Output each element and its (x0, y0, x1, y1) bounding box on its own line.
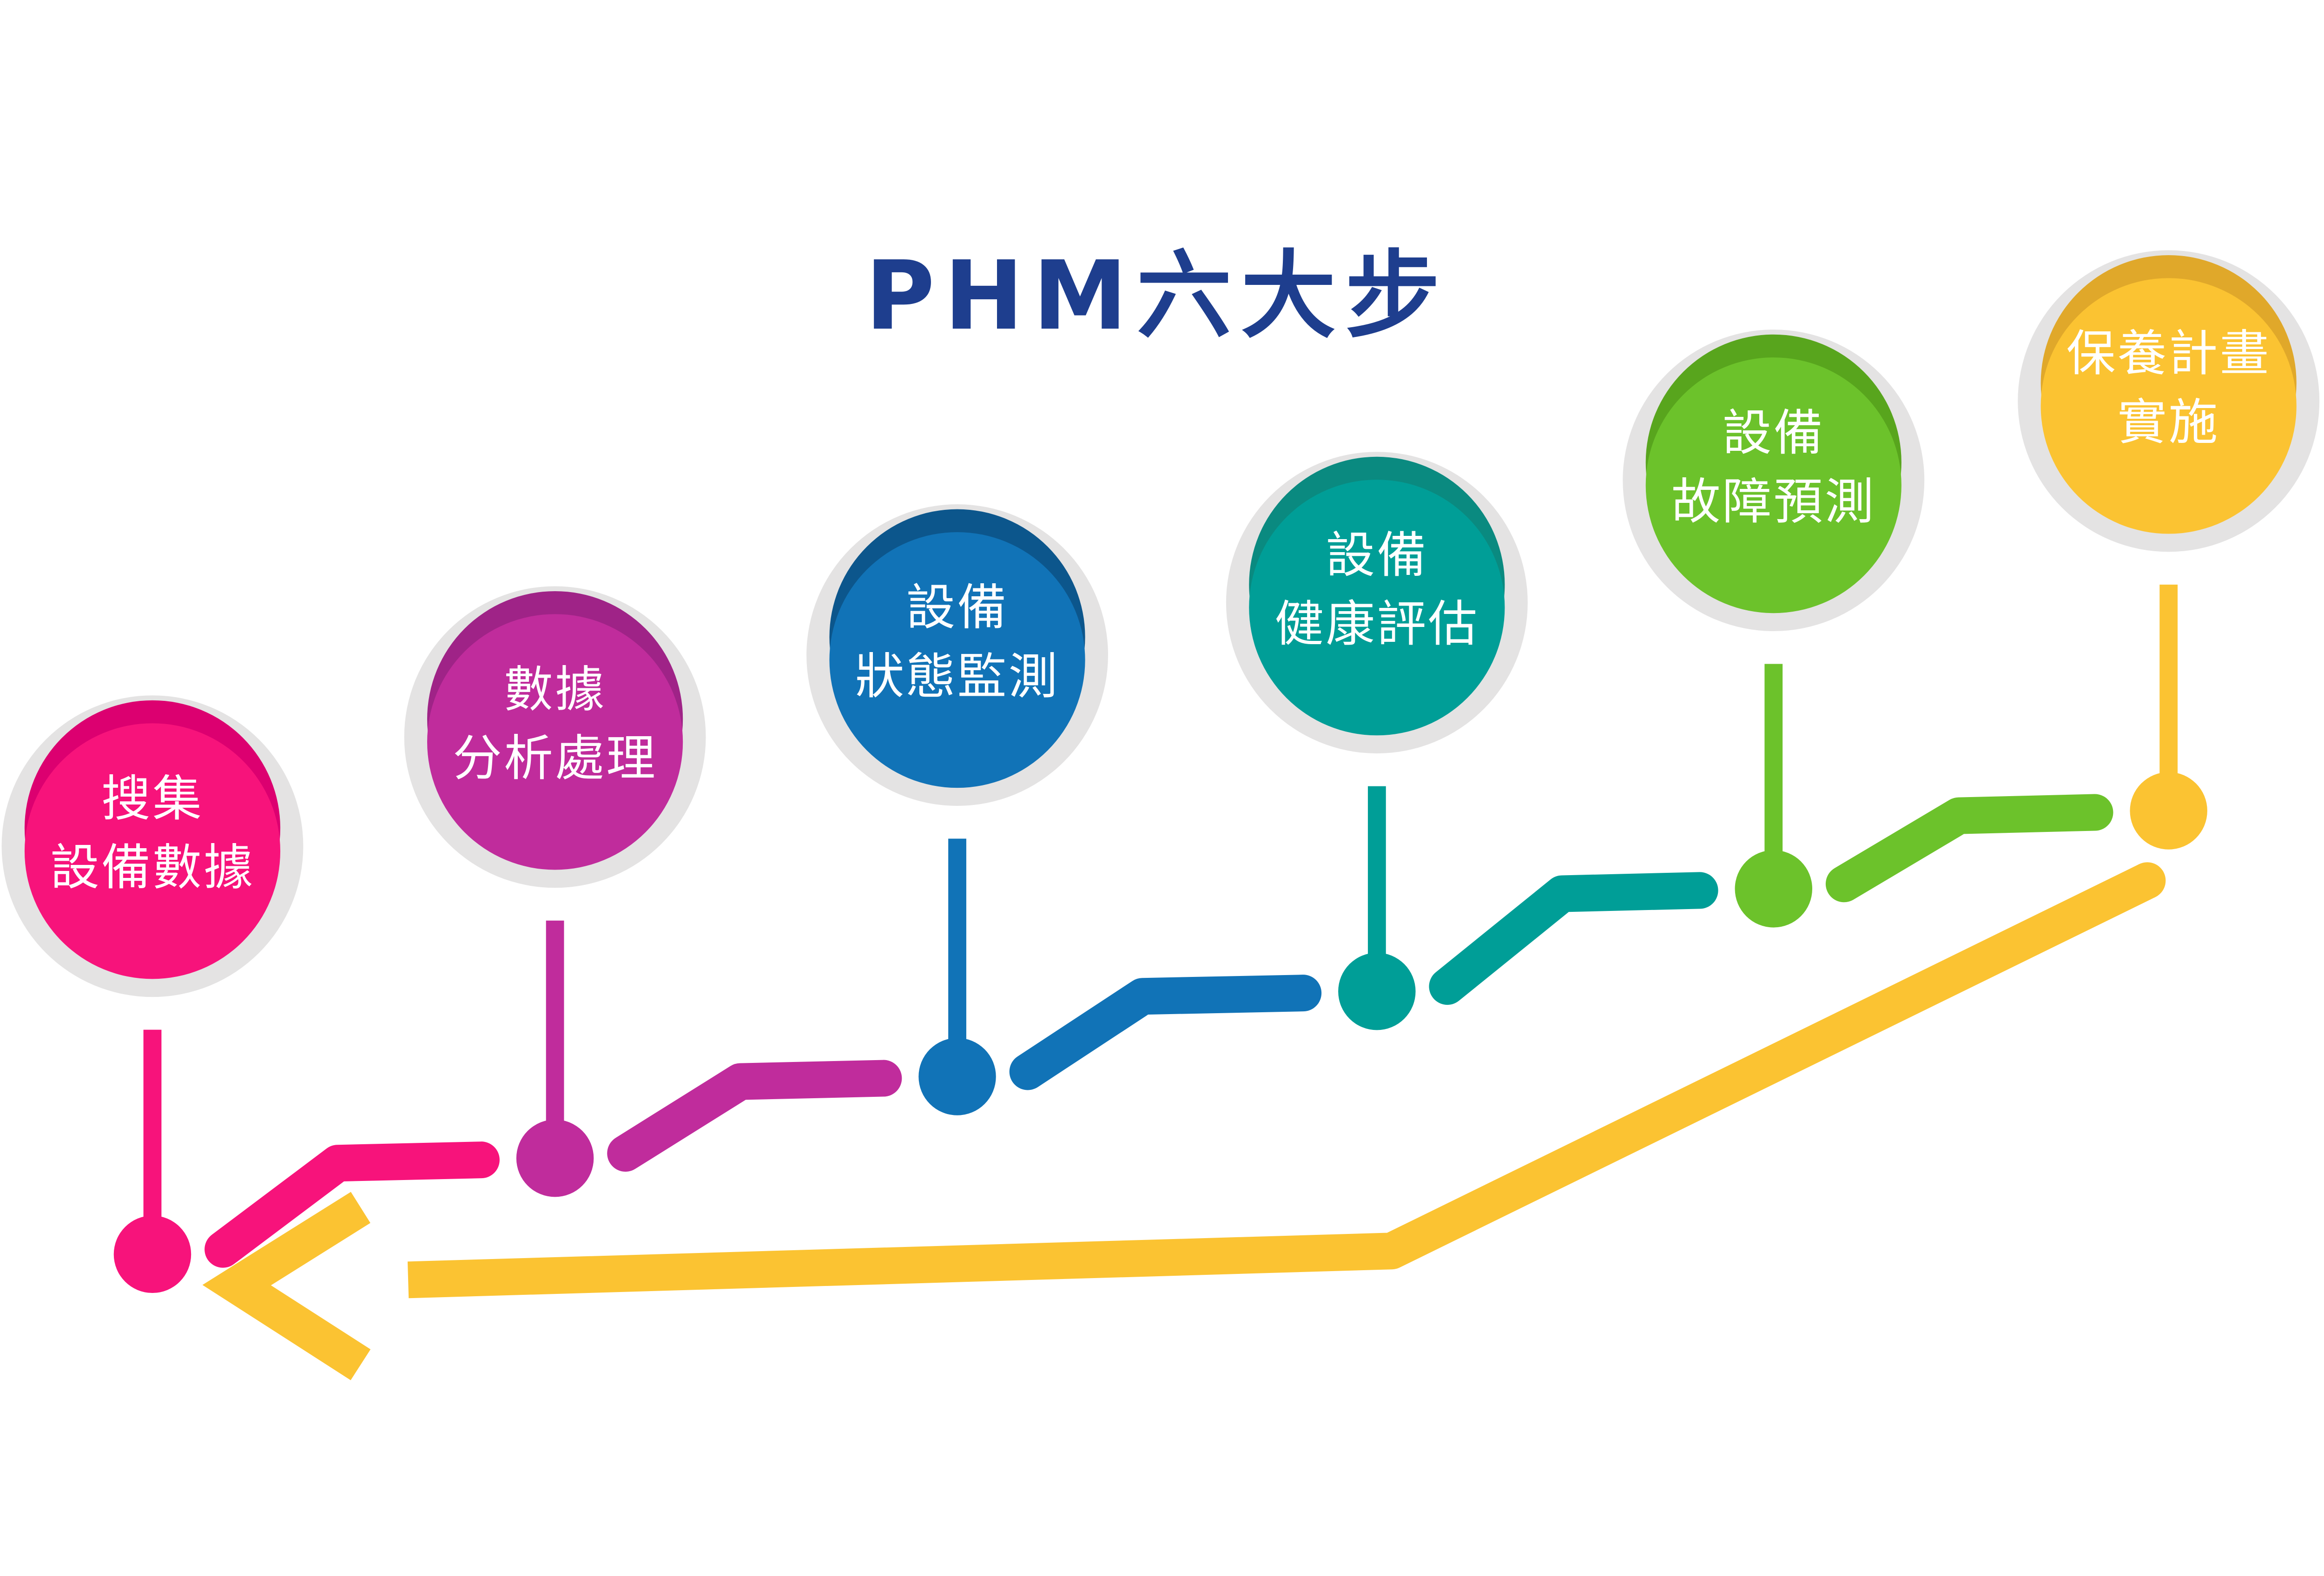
step-circle-5 (1645, 357, 1901, 613)
step-circle-6 (2040, 278, 2297, 534)
step-label-line2-4: 健康評估 (1274, 595, 1479, 653)
step-label-line1-5: 設備 (1723, 404, 1825, 462)
step-dot-6 (2130, 772, 2207, 850)
step-connector-2-to-3 (607, 1060, 902, 1172)
step-dot-4 (1338, 952, 1416, 1030)
step-circle-2 (427, 614, 683, 870)
return-arrow-start-cap (2129, 862, 2166, 899)
step-circle-4 (1249, 480, 1505, 736)
step-label-line2-1: 設備數據 (50, 839, 255, 896)
step-connector-4-to-5 (1429, 872, 1718, 1005)
step-connector-1-to-2 (205, 1141, 500, 1268)
step-dot-1 (113, 1215, 191, 1293)
step-connector-3-to-4 (1009, 975, 1322, 1090)
step-circle-1 (24, 723, 281, 979)
step-dot-3 (918, 1038, 996, 1115)
step-label-line1-4: 設備 (1326, 527, 1428, 584)
step-label-line1-1: 搜集 (101, 770, 204, 827)
return-arrow-head (202, 1192, 371, 1380)
step-dot-5 (1735, 850, 1812, 928)
step-label-line1-3: 設備 (906, 579, 1009, 636)
step-circle-3 (829, 532, 1085, 788)
return-arrow-shaft (407, 864, 2156, 1299)
step-label-line1-6: 保養計畫 (2067, 325, 2271, 382)
step-label-line2-6: 實施 (2118, 394, 2220, 451)
step-dot-2 (516, 1119, 594, 1197)
step-label-line2-2: 分析處理 (453, 730, 657, 787)
step-label-line2-3: 狀態監測 (855, 648, 1059, 705)
diagram-title: PHM六大步 (865, 241, 1449, 351)
step-label-line1-2: 數據 (504, 661, 606, 718)
step-label-line2-5: 故障預測 (1671, 473, 1876, 530)
step-connector-5-to-6 (1825, 794, 2113, 903)
